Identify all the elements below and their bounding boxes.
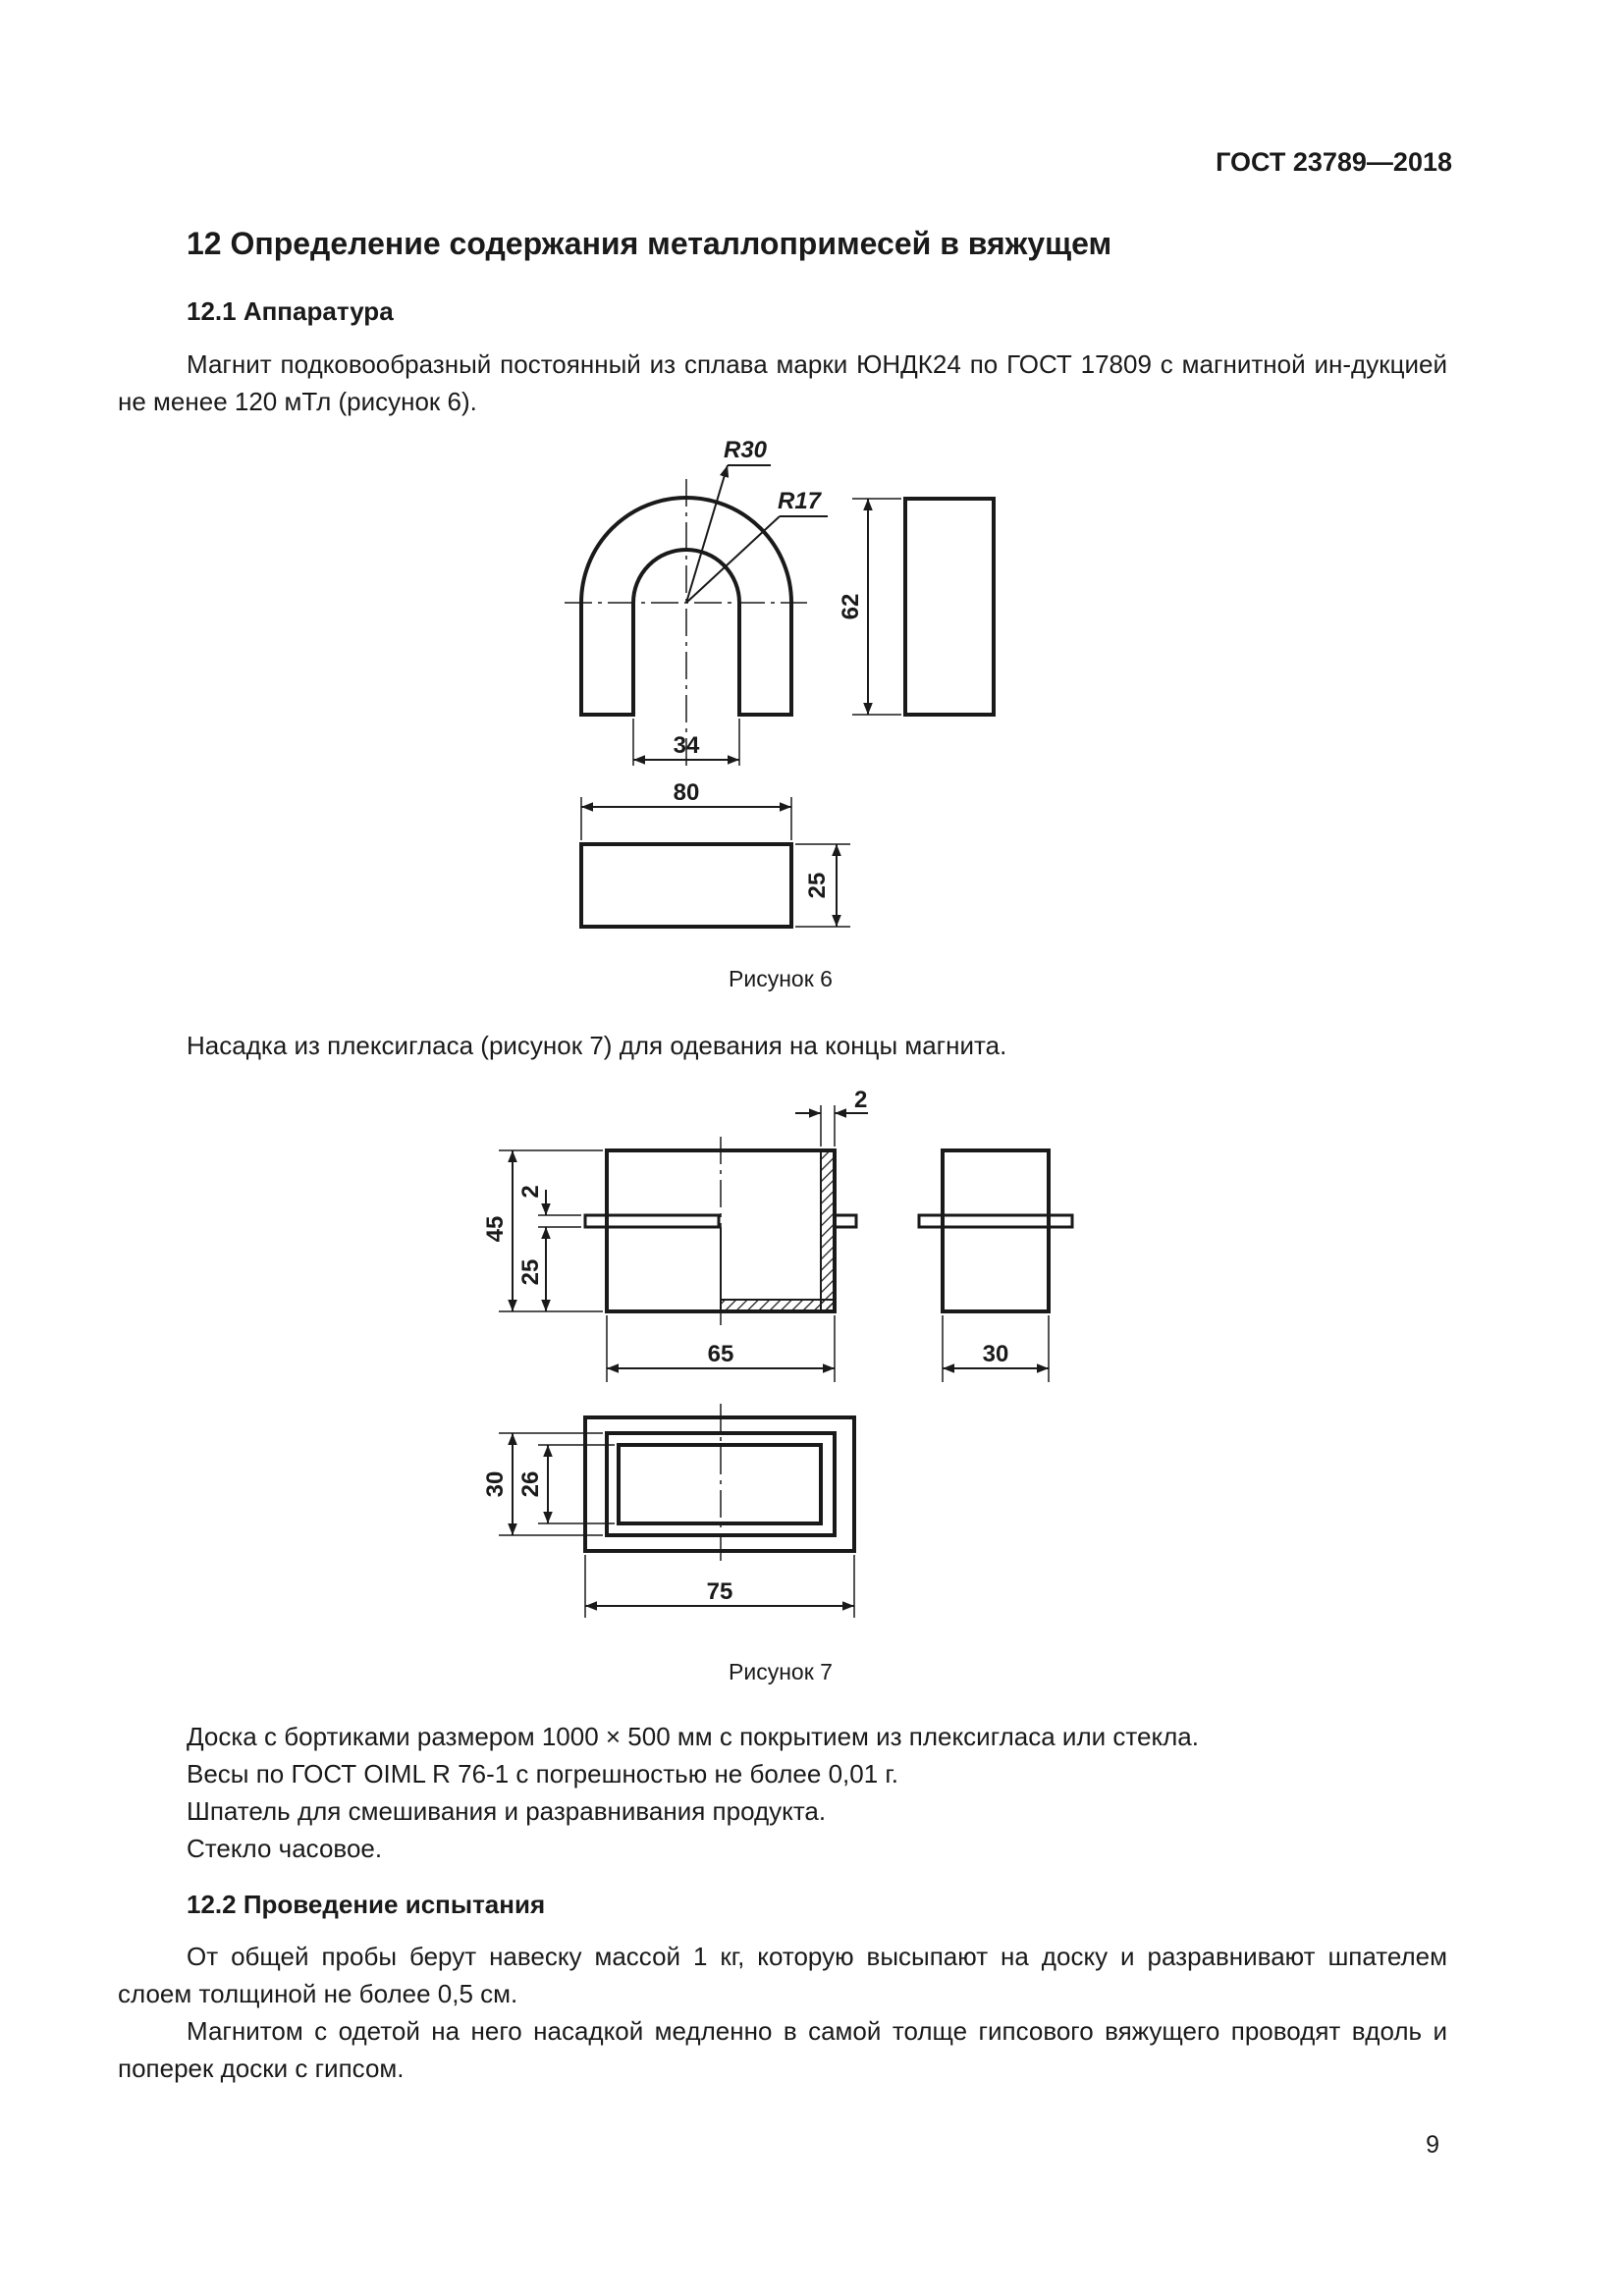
cap-side-view [941, 1148, 1051, 1313]
figure-6-magnet-drawing: R30 R17 34 62 80 25 [565, 437, 996, 929]
dim-slot-2: 2 [517, 1185, 544, 1198]
equipment-list: Доска с бортиками размером 1000 × 500 мм… [187, 1718, 1199, 1867]
dim-thickness-25: 25 [804, 873, 831, 899]
dim-length-80: 80 [674, 779, 700, 806]
subsection-heading-apparatus: 12.1 Аппаратура [187, 296, 394, 326]
dim-plan-length-75: 75 [707, 1578, 733, 1605]
section-heading: 12 Определение содержания металлопримесе… [187, 226, 1112, 261]
dim-width-65: 65 [708, 1341, 734, 1367]
paragraph-procedure-1: От общей пробы берут навеску массой 1 кг… [118, 1942, 1447, 2008]
paragraph-magnet: Магнит подковообразный постоянный из спл… [118, 349, 1447, 416]
dim-r30: R30 [724, 437, 768, 463]
dim-gap-34: 34 [674, 732, 700, 759]
dim-plan-inner-26: 26 [517, 1471, 544, 1498]
list-item: Стекло часовое. [187, 1834, 383, 1863]
subsection-heading-procedure: 12.2 Проведение испытания [187, 1890, 546, 1919]
dim-lower-25: 25 [517, 1259, 544, 1286]
figure-7-caption: Рисунок 7 [729, 1659, 833, 1684]
paragraph-nasadka: Насадка из плексигласа (рисунок 7) для о… [187, 1031, 1007, 1060]
list-item: Доска с бортиками размером 1000 × 500 мм… [187, 1722, 1199, 1751]
dim-height-45: 45 [482, 1216, 509, 1243]
magnet-side-view [903, 497, 996, 717]
dim-r17: R17 [778, 488, 823, 514]
magnet-top-view [579, 842, 793, 929]
page-number: 9 [1426, 2131, 1439, 2159]
figure-7-cap-drawing: 2 45 2 25 65 30 30 26 75 [482, 1087, 1074, 1618]
horseshoe-front-view [579, 496, 793, 717]
radius-r30-leader [685, 464, 730, 604]
dim-wall-2: 2 [854, 1087, 867, 1113]
dim-plan-outer-30: 30 [482, 1471, 509, 1498]
cap-plan-view [583, 1415, 856, 1553]
figure-6-caption: Рисунок 6 [729, 966, 833, 991]
dim-height-62: 62 [838, 594, 864, 620]
dim-side-width-30: 30 [983, 1341, 1009, 1367]
document-standard-number: ГОСТ 23789—2018 [1216, 147, 1452, 177]
list-item: Шпатель для смешивания и разравнивания п… [187, 1796, 827, 1826]
list-item: Весы по ГОСТ OIML R 76-1 с погрешностью … [187, 1759, 898, 1789]
paragraph-procedure-2: Магнитом с одетой на него насадкой медле… [118, 2016, 1447, 2083]
